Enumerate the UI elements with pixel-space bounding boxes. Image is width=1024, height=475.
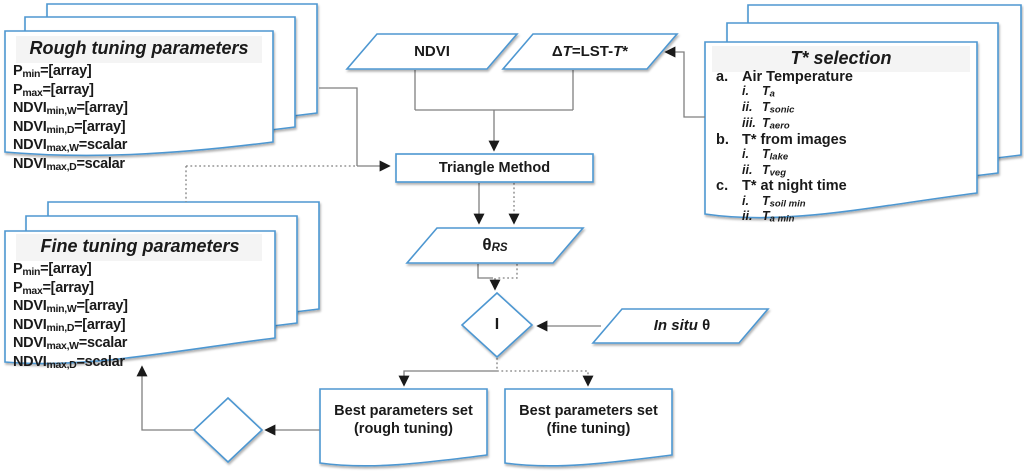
rough-title-band bbox=[16, 36, 262, 63]
rough-parameters-stack bbox=[4, 3, 318, 157]
loop-diamond bbox=[192, 396, 264, 464]
connector-loop-to-fine-doc bbox=[136, 365, 194, 431]
triangle-method-box bbox=[395, 153, 594, 183]
connector-rough-to-triangle bbox=[319, 87, 358, 166]
ndvi-parallelogram bbox=[345, 33, 519, 70]
best-rough-doc bbox=[319, 388, 488, 467]
decision-diamond bbox=[460, 291, 534, 359]
fine-parameters-stack bbox=[4, 201, 320, 365]
deltat-parallelogram bbox=[501, 33, 679, 70]
best-fine-doc bbox=[504, 388, 673, 467]
connector-tstar-to-deltat bbox=[664, 46, 705, 118]
connector-thetars-to-decision-solid bbox=[477, 264, 493, 279]
tstar-title-band bbox=[712, 46, 970, 72]
connector-thetars-to-decision-dotted bbox=[497, 264, 518, 279]
insitu-parallelogram bbox=[591, 308, 770, 344]
fine-title-band bbox=[16, 234, 262, 261]
tstar-doc-front-sheet bbox=[704, 41, 978, 219]
connector-to-best-fine bbox=[497, 370, 594, 387]
thetars-parallelogram bbox=[405, 227, 585, 264]
connector-to-best-rough bbox=[398, 370, 497, 387]
tstar-selection-stack bbox=[704, 4, 1022, 219]
connectors bbox=[136, 46, 705, 436]
fine-doc-front-sheet bbox=[4, 230, 276, 365]
